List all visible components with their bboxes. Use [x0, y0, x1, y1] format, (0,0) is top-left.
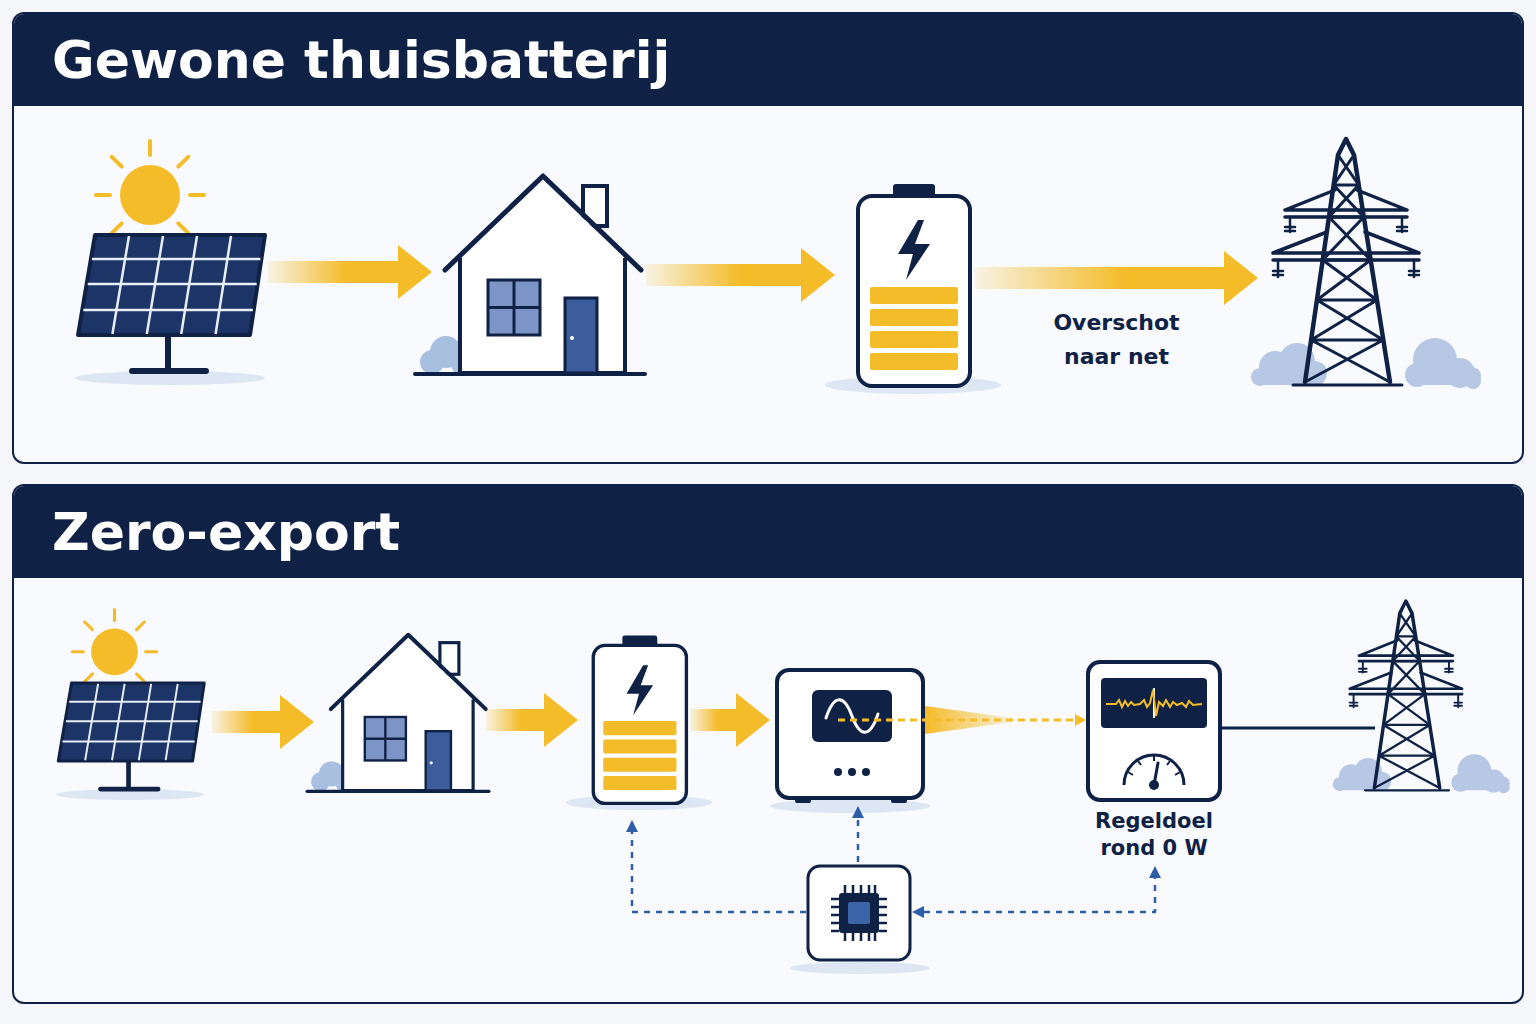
house-icon-art — [307, 635, 489, 792]
controller-chip-art — [839, 893, 879, 933]
house-icon — [432, 175, 646, 375]
panel-two-illustration — [56, 601, 1510, 974]
controller-chip-art — [790, 962, 930, 974]
inverter-icon-art — [795, 794, 811, 803]
meter-icon-art — [1088, 662, 1220, 800]
house-icon — [314, 630, 486, 800]
grid-tower-icon — [1258, 135, 1468, 395]
solar-panel-icon-art — [75, 141, 265, 385]
control-signal-arrow — [924, 878, 1155, 912]
inverter-icon — [770, 666, 925, 806]
meter-icon-art — [1128, 756, 1180, 775]
energy-flow-arrow — [646, 264, 801, 286]
house-icon-art — [415, 176, 645, 375]
controller-chip-art — [808, 866, 910, 960]
panel-title: Zero-export — [14, 486, 1522, 578]
controller-chip-art — [790, 866, 930, 974]
meter-icon-art — [1106, 690, 1202, 716]
energy-flow-arrow — [212, 711, 280, 733]
grid-tower-icon-art — [1333, 601, 1510, 793]
inverter-icon-art — [812, 690, 892, 742]
battery-icon-art — [825, 184, 1001, 394]
meter-icon-art — [1101, 678, 1207, 728]
control-signal-arrow — [857, 818, 860, 862]
controller-chip-art — [831, 885, 887, 941]
energy-flow-arrow — [268, 261, 398, 283]
energy-flow-arrow — [690, 709, 736, 731]
solar-panel-icon-art — [56, 610, 204, 800]
energy-flow-arrow — [486, 709, 544, 731]
solar-panel-icon — [75, 135, 268, 380]
inverter-icon-art — [770, 670, 930, 813]
meter-icon-art — [1149, 780, 1159, 790]
controller-chip-art — [848, 902, 870, 924]
meter-icon-art — [1124, 755, 1184, 785]
panel-title: Gewone thuisbatterij — [14, 14, 1522, 106]
panel-frame: Zero-exportRegeldoel rond 0 W — [12, 484, 1524, 1004]
battery-icon-art — [566, 635, 712, 810]
meter-icon-art — [1088, 662, 1220, 800]
meter-icon-art — [1154, 763, 1158, 785]
controller-chip-icon — [806, 862, 912, 964]
power-cone — [925, 706, 1012, 734]
meter-caption: Regeldoel rond 0 W — [1086, 808, 1222, 862]
grid-tower-icon — [1375, 598, 1515, 808]
energy-meter-icon: Regeldoel rond 0 W — [1086, 660, 1222, 866]
battery-icon — [578, 632, 690, 820]
panel-frame: Gewone thuisbatterij — [12, 12, 1524, 464]
grid-wire — [1222, 727, 1375, 730]
grid-tower-icon-art — [1251, 139, 1481, 389]
control-signal-arrow — [632, 832, 806, 912]
battery-icon — [835, 180, 975, 392]
energy-flow-arrow — [975, 267, 1224, 289]
meter-icon-art — [1153, 688, 1155, 718]
solar-panel-icon — [52, 605, 212, 805]
inverter-icon-art — [848, 768, 856, 776]
inverter-icon-art — [891, 794, 907, 803]
inverter-icon-art — [770, 799, 930, 813]
panel-one-illustration — [75, 139, 1481, 394]
inverter-icon-art — [862, 768, 870, 776]
inverter-icon-art — [826, 700, 878, 733]
inverter-icon-art — [834, 768, 842, 776]
inverter-icon-art — [777, 670, 923, 798]
export-flow-arrow — [838, 719, 1075, 722]
